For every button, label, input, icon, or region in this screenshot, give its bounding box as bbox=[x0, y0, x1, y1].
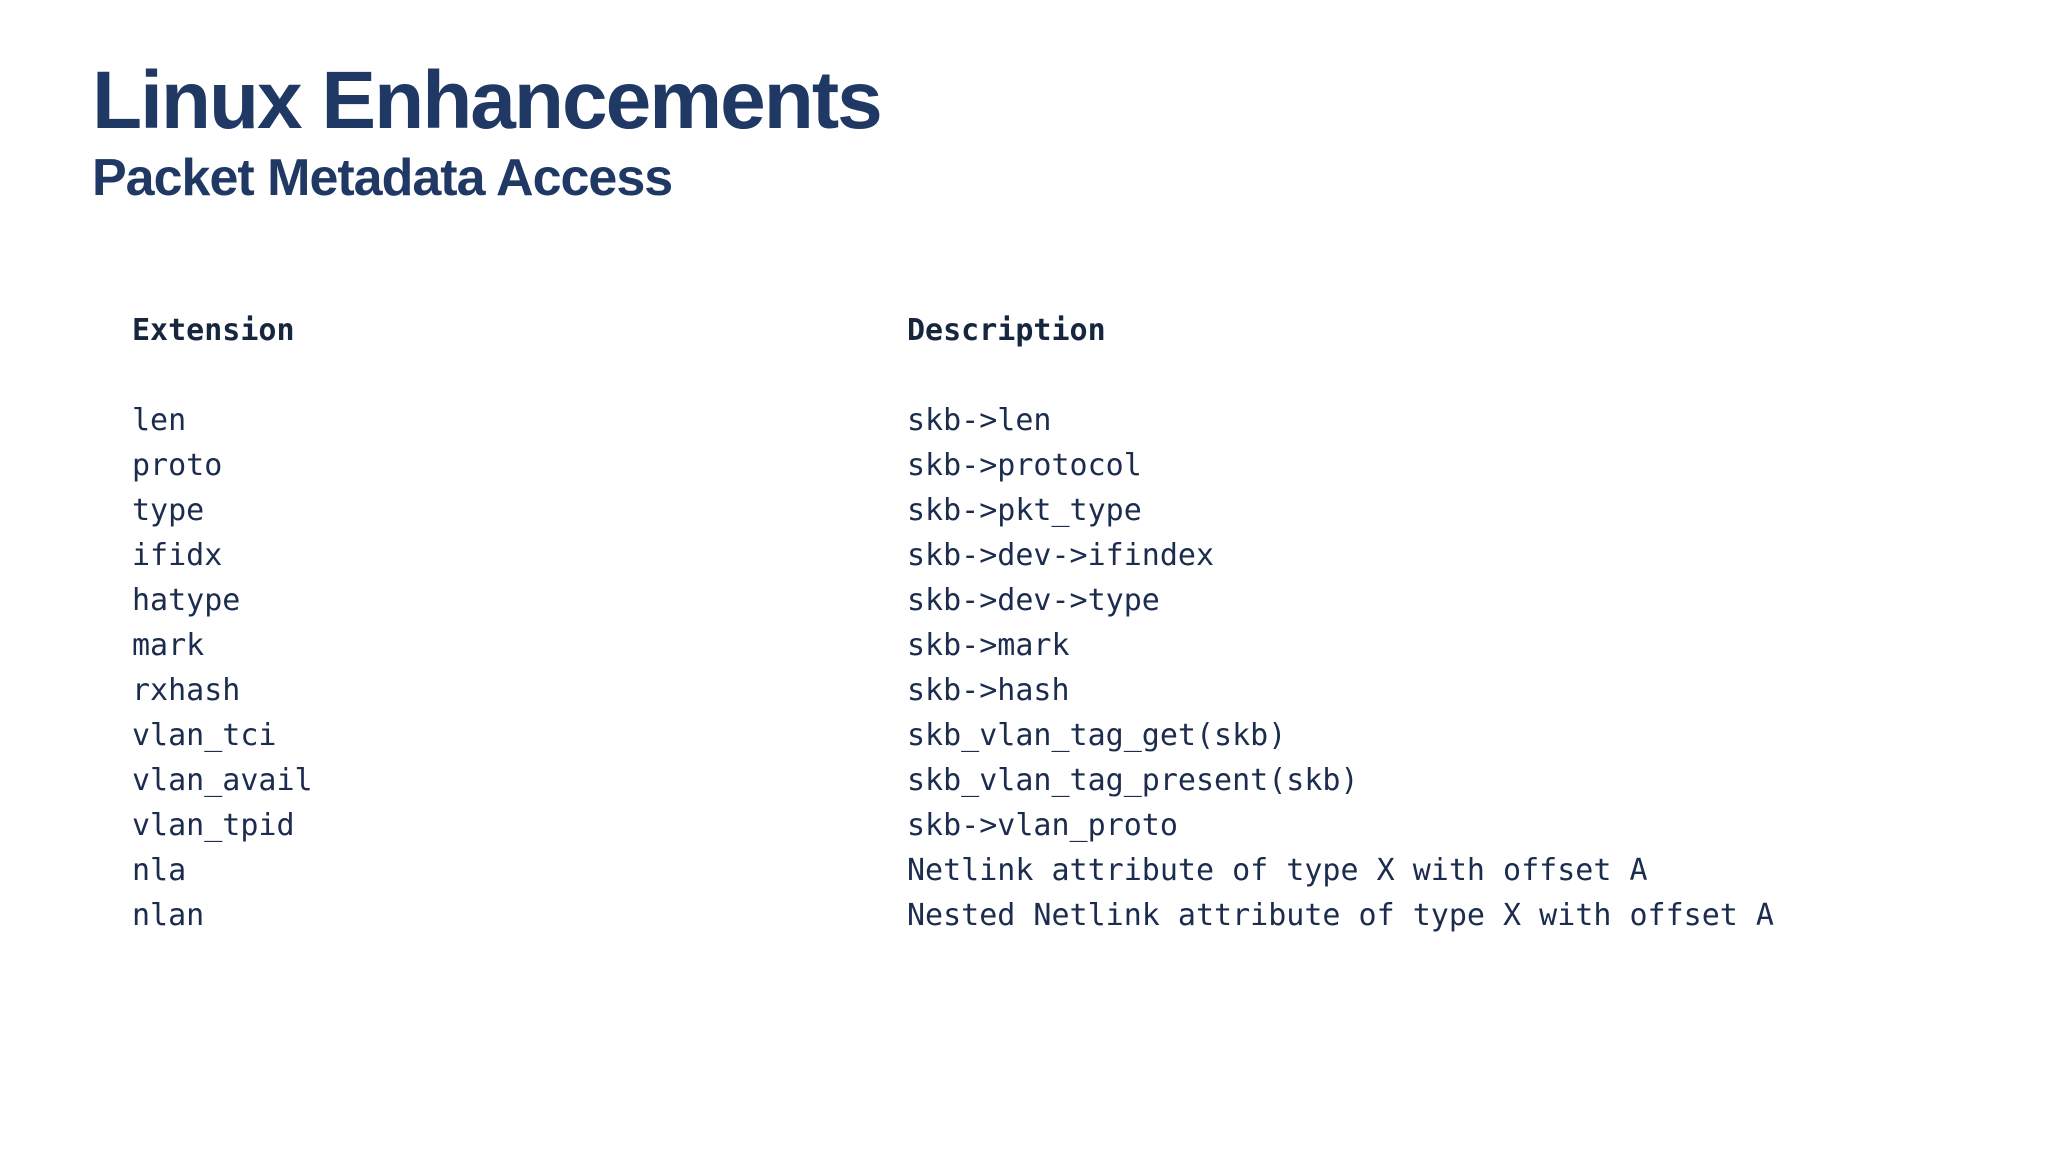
table-row: nla Netlink attribute of type X with off… bbox=[132, 848, 1774, 893]
extension-cell: mark bbox=[132, 628, 205, 663]
column-header-description: Description bbox=[907, 313, 1106, 348]
table-row: vlan_tpid skb->vlan_proto bbox=[132, 803, 1774, 848]
table-row: vlan_tci skb_vlan_tag_get(skb) bbox=[132, 713, 1774, 758]
extension-cell: vlan_tpid bbox=[132, 808, 295, 843]
description-cell: Nested Netlink attribute of type X with … bbox=[907, 898, 1774, 933]
table-row: ifidx skb->dev->ifindex bbox=[132, 533, 1774, 578]
column-header-extension: Extension bbox=[132, 313, 295, 348]
description-cell: Netlink attribute of type X with offset … bbox=[907, 853, 1648, 888]
table-row: mark skb->mark bbox=[132, 623, 1774, 668]
extension-cell: ifidx bbox=[132, 538, 223, 573]
table-header-row: Extension Description bbox=[132, 308, 1774, 353]
extension-cell: hatype bbox=[132, 583, 241, 618]
slide-title: Linux Enhancements bbox=[92, 55, 883, 146]
table-row: len skb->len bbox=[132, 398, 1774, 443]
description-cell: skb->protocol bbox=[907, 448, 1142, 483]
description-cell: skb->pkt_type bbox=[907, 493, 1142, 528]
title-block: Linux Enhancements Packet Metadata Acces… bbox=[92, 55, 883, 207]
table-row: hatype skb->dev->type bbox=[132, 578, 1774, 623]
description-cell: skb->mark bbox=[907, 628, 1070, 663]
table-row: type skb->pkt_type bbox=[132, 488, 1774, 533]
slide-subtitle: Packet Metadata Access bbox=[92, 149, 673, 207]
extension-cell: len bbox=[132, 403, 187, 438]
description-cell: skb_vlan_tag_present(skb) bbox=[907, 763, 1359, 798]
description-cell: skb->dev->type bbox=[907, 583, 1160, 618]
extension-cell: nlan bbox=[132, 898, 205, 933]
description-cell: skb->vlan_proto bbox=[907, 808, 1178, 843]
extension-cell: type bbox=[132, 493, 205, 528]
table-body: len skb->len proto skb->protocol type sk… bbox=[132, 398, 1774, 938]
extension-cell: proto bbox=[132, 448, 223, 483]
packet-metadata-table: Extension Description len skb->len proto… bbox=[132, 308, 1774, 938]
description-cell: skb_vlan_tag_get(skb) bbox=[907, 718, 1287, 753]
extension-cell: rxhash bbox=[132, 673, 241, 708]
table-row: nlan Nested Netlink attribute of type X … bbox=[132, 893, 1774, 938]
extension-cell: vlan_tci bbox=[132, 718, 277, 753]
table-row: rxhash skb->hash bbox=[132, 668, 1774, 713]
description-cell: skb->hash bbox=[907, 673, 1070, 708]
description-cell: skb->dev->ifindex bbox=[907, 538, 1215, 573]
table-row: proto skb->protocol bbox=[132, 443, 1774, 488]
description-cell: skb->len bbox=[907, 403, 1052, 438]
extension-cell: vlan_avail bbox=[132, 763, 313, 798]
table-row: vlan_avail skb_vlan_tag_present(skb) bbox=[132, 758, 1774, 803]
extension-cell: nla bbox=[132, 853, 187, 888]
header-gap bbox=[132, 353, 1774, 398]
